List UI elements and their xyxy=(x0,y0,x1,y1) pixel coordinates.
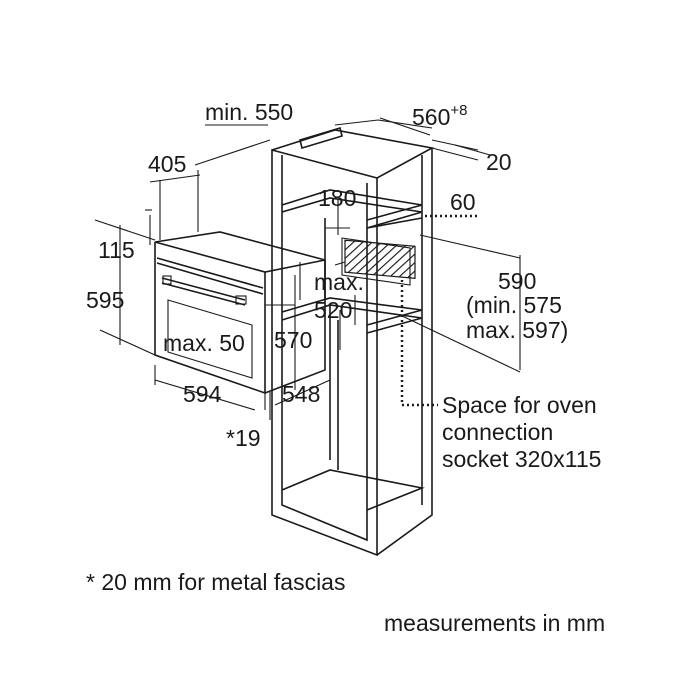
label-max-520-bottom: 520 xyxy=(314,297,352,323)
label-590: 590 xyxy=(498,268,536,294)
socket-label-line-1: Space for oven xyxy=(442,392,597,418)
label-548: 548 xyxy=(282,381,320,407)
label-min-550: min. 550 xyxy=(205,99,293,125)
socket-label-line-2: connection xyxy=(442,419,553,445)
footnote: * 20 mm for metal fascias xyxy=(86,569,345,595)
label-19: *19 xyxy=(226,425,261,451)
cabinet-drawing xyxy=(271,126,435,557)
label-max-597: max. 597) xyxy=(466,317,568,343)
label-595: 595 xyxy=(86,287,124,313)
label-594: 594 xyxy=(183,381,222,407)
dimension-labels: min. 550 560+8 20 405 180 60 115 595 max… xyxy=(86,99,601,472)
label-560: 560+8 xyxy=(412,102,467,130)
label-min-575: (min. 575 xyxy=(466,292,562,318)
label-60: 60 xyxy=(450,189,476,215)
label-max-520-top: max. xyxy=(314,269,364,295)
label-180: 180 xyxy=(318,185,356,211)
units-note: measurements in mm xyxy=(384,610,605,636)
label-570: 570 xyxy=(274,327,312,353)
socket-label-line-3: socket 320x115 xyxy=(442,446,601,472)
oven-drawing xyxy=(154,231,326,395)
label-max-50: max. 50 xyxy=(163,330,245,356)
label-115: 115 xyxy=(98,237,135,263)
dimension-lines xyxy=(94,117,521,420)
label-560-sup: +8 xyxy=(450,102,467,119)
label-560-main: 560 xyxy=(412,104,450,130)
label-405: 405 xyxy=(148,151,186,177)
label-20: 20 xyxy=(486,149,512,175)
